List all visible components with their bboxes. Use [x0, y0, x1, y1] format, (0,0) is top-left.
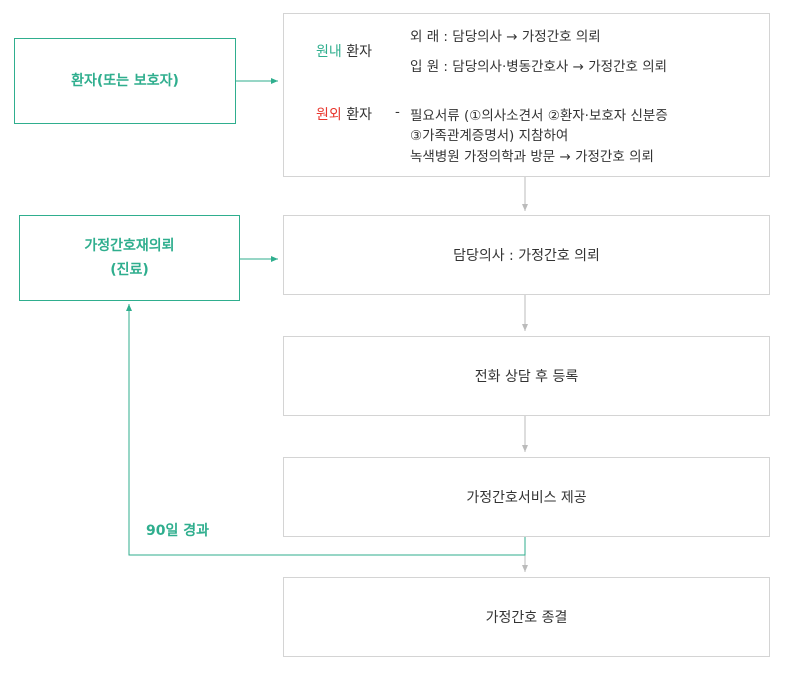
- referral-label-line2: (진료): [110, 262, 149, 278]
- outpatient-item-text: 담당의사 → 가정간호 의뢰: [452, 29, 601, 45]
- step-end-label: 가정간호 종결: [485, 610, 568, 626]
- loop-back-line: [126, 304, 526, 556]
- patient-box: 환자(또는 보호자): [14, 38, 236, 124]
- external-line1: 필요서류 (①의사소견서 ②환자·보호자 신분증: [410, 108, 668, 124]
- inpatient-label-prefix: 원내: [316, 44, 342, 60]
- external-line2: ③가족관계증명서) 지참하여: [410, 128, 569, 144]
- admitted-item-text: 담당의사·병동간호사 → 가정간호 의뢰: [452, 59, 668, 75]
- external-label-prefix: 원외: [316, 107, 342, 123]
- external-line3: 녹색병원 가정의학과 방문 → 가정간호 의뢰: [410, 149, 654, 165]
- step-register-label: 전화 상담 후 등록: [474, 369, 579, 385]
- outpatient-item: 외 래 : 담당의사 → 가정간호 의뢰: [410, 25, 601, 45]
- referral-label-line1: 가정간호재의뢰: [84, 238, 175, 254]
- external-dash: -: [395, 104, 400, 120]
- external-label-suffix: 환자: [341, 107, 372, 123]
- step-service-label: 가정간호서비스 제공: [466, 490, 587, 506]
- step-register-box: 전화 상담 후 등록: [283, 336, 770, 416]
- referral-box: 가정간호재의뢰 (진료): [19, 215, 240, 301]
- admitted-item: 입 원 : 담당의사·병동간호사 → 가정간호 의뢰: [410, 55, 667, 75]
- intake-box: [283, 13, 770, 177]
- inpatient-label-suffix: 환자: [341, 44, 372, 60]
- inpatient-label: 원내 환자: [316, 41, 372, 61]
- step-service-box: 가정간호서비스 제공: [283, 457, 770, 537]
- loop-label: 90일 경과: [146, 523, 209, 539]
- external-label: 원외 환자: [316, 104, 372, 124]
- step-assign-label: 담당의사 : 가정간호 의뢰: [453, 248, 600, 264]
- patient-label: 환자(또는 보호자): [71, 73, 179, 89]
- step-end-box: 가정간호 종결: [283, 577, 770, 657]
- admitted-item-label: 입 원 :: [410, 59, 448, 75]
- step-assign-box: 담당의사 : 가정간호 의뢰: [283, 215, 770, 295]
- outpatient-item-label: 외 래 :: [410, 29, 448, 45]
